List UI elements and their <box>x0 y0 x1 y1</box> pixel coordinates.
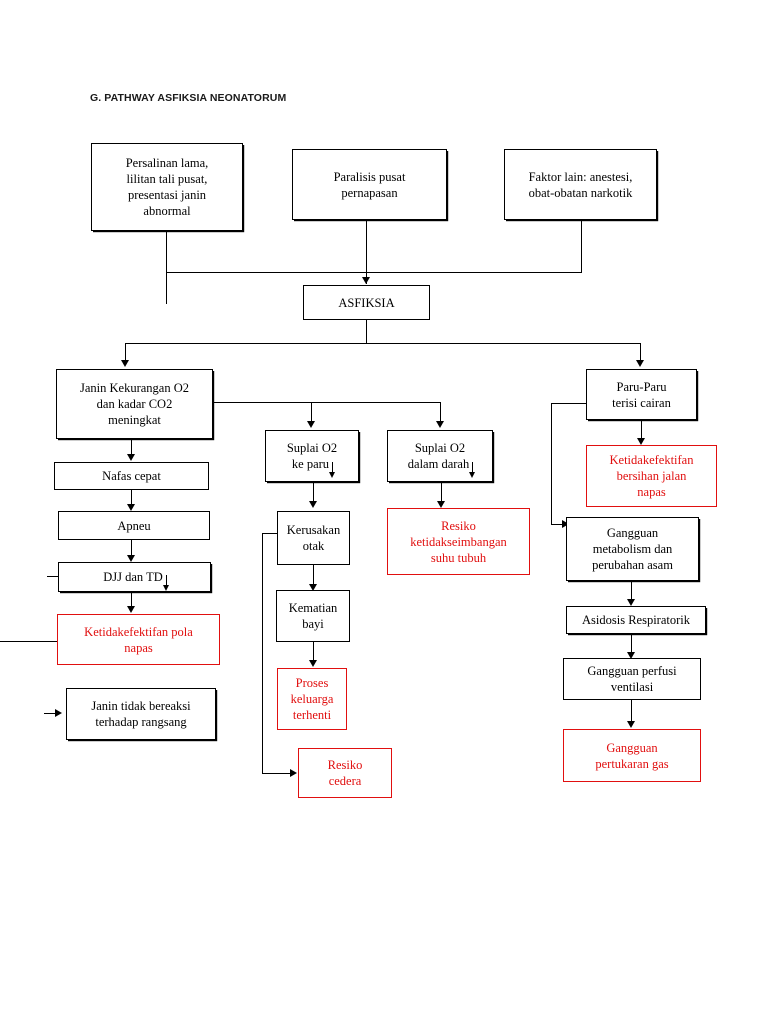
arrowhead-into-paru-paru <box>636 360 644 367</box>
connector-kerusakan-bypass-vertical <box>262 533 264 773</box>
arrowhead-into-pola-napas <box>127 606 135 613</box>
arrowhead-into-gangguan-metabolism <box>562 520 569 528</box>
connector-cause3-down <box>581 220 583 273</box>
connector-kematian-to-proses <box>313 642 315 663</box>
arrowhead-into-nafas-cepat <box>127 454 135 461</box>
node-asidosis-respiratorik-label: Asidosis Respiratorik <box>582 613 690 627</box>
node-asidosis-respiratorik[interactable]: Asidosis Respiratorik <box>566 606 706 634</box>
node-cause-faktor-lain-label: Faktor lain: anestesi,obat-obatan narkot… <box>528 169 633 200</box>
connector-bus-drop-suplai-darah <box>440 402 442 424</box>
node-apneu-label: Apneu <box>117 518 151 533</box>
arrowhead-into-suplai-paru <box>307 421 315 428</box>
connector-janin-to-nafas <box>131 439 133 457</box>
connector-bus-drop-suplai-paru <box>311 402 313 424</box>
arrowhead-into-resiko-suhu <box>437 501 445 508</box>
node-djj-dan-td-label: DJJ dan TD <box>103 570 169 591</box>
node-cause-persalinan-lama[interactable]: Persalinan lama,lilitan tali pusat,prese… <box>91 143 243 231</box>
arrowhead-into-djj <box>127 555 135 562</box>
node-nafas-cepat-label: Nafas cepat <box>102 469 161 483</box>
arrowhead-into-kerusakan-otak <box>309 501 317 508</box>
page-title: G. PATHWAY ASFIKSIA NEONATORUM <box>90 92 287 104</box>
connector-asfiksia-bus <box>125 343 641 345</box>
arrowhead-into-proses-keluarga <box>309 660 317 667</box>
node-apneu[interactable]: Apneu <box>58 511 210 540</box>
connector-janin-right-bus <box>213 402 441 404</box>
connector-asfiksia-left-drop <box>125 343 127 363</box>
arrowhead-into-gangguan-perfusi <box>627 652 635 659</box>
connector-djj-left-stub <box>47 576 59 578</box>
connector-causes-bus <box>166 272 582 274</box>
arrowhead-into-bersihan-jalan-napas <box>637 438 645 445</box>
connector-kerusakan-to-kematian <box>313 565 315 587</box>
connector-bypass-to-resiko-cedera <box>262 773 295 775</box>
connector-cause2-down <box>366 220 368 284</box>
connector-paru-bypass-vertical <box>551 403 553 524</box>
node-cause-faktor-lain[interactable]: Faktor lain: anestesi,obat-obatan narkot… <box>504 149 657 220</box>
connector-paru-left-stub <box>551 403 586 405</box>
arrowhead-into-janin-tidak-bereaksi <box>55 709 62 717</box>
connector-asfiksia-right-drop <box>640 343 642 363</box>
node-nafas-cepat[interactable]: Nafas cepat <box>54 462 209 490</box>
arrowhead-into-asfiksia <box>362 277 370 284</box>
connector-asidosis-to-perfusi <box>631 634 633 655</box>
connector-suplai-darah-to-resiko-suhu <box>441 482 443 504</box>
connector-apneu-to-djj <box>131 540 133 558</box>
node-asfiksia-label: ASFIKSIA <box>338 295 395 310</box>
connector-kerusakan-left-stub <box>262 533 278 535</box>
arrowhead-into-gangguan-pertukaran-gas <box>627 721 635 728</box>
arrowhead-into-suplai-darah <box>436 421 444 428</box>
arrowhead-into-resiko-cedera <box>290 769 297 777</box>
node-asfiksia[interactable]: ASFIKSIA <box>303 285 430 320</box>
connector-paru-to-bersihan <box>641 420 643 441</box>
connector-suplai-paru-to-kerusakan <box>313 482 315 504</box>
connector-metabolism-to-asidosis <box>631 581 633 602</box>
arrowhead-into-apneu <box>127 504 135 511</box>
node-cause-persalinan-lama-label: Persalinan lama,lilitan tali pusat,prese… <box>125 156 209 218</box>
connector-djj-to-pola-napas <box>131 592 133 609</box>
arrowhead-into-asidosis <box>627 599 635 606</box>
connector-bypass-to-gangguan-metabolism <box>551 524 569 526</box>
connector-nafas-to-apneu <box>131 490 133 507</box>
node-djj-dan-td[interactable]: DJJ dan TD <box>58 562 211 592</box>
connector-asfiksia-down <box>366 320 368 344</box>
arrowhead-into-janin-kekurangan <box>121 360 129 367</box>
arrowhead-into-kematian-bayi <box>309 584 317 591</box>
connector-cause1-down <box>166 231 168 304</box>
connector-into-janin-tidak-bereaksi <box>44 713 58 715</box>
connector-perfusi-to-pertukaran <box>631 700 633 724</box>
